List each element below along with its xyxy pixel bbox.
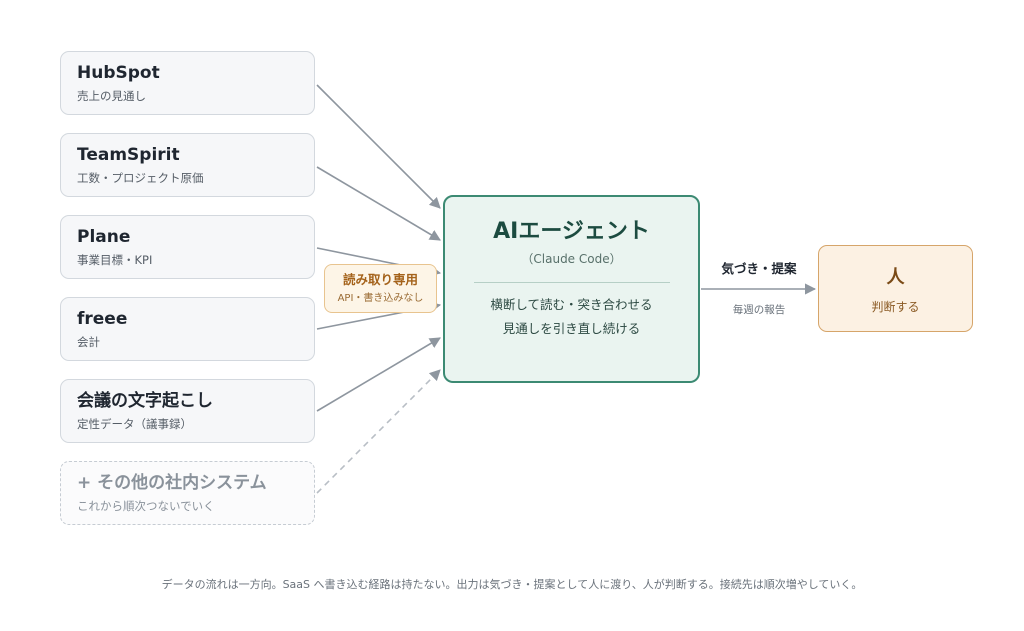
source-other-systems: + その他の社内システム これから順次つないでいく <box>60 461 315 525</box>
source-teamspirit: TeamSpirit 工数・プロジェクト原価 <box>60 133 315 197</box>
read-only-badge: 読み取り専用 API・書き込みなし <box>324 264 437 313</box>
source-plane: Plane 事業目標・KPI <box>60 215 315 279</box>
source-subtitle: 会計 <box>77 335 100 349</box>
arrow-teamspirit <box>316 166 441 241</box>
arrow-other <box>316 369 441 494</box>
source-freee: freee 会計 <box>60 297 315 361</box>
source-subtitle: 売上の見通し <box>77 89 146 103</box>
read-only-subtitle: API・書き込みなし <box>337 293 424 304</box>
human-title: 人 <box>886 267 905 288</box>
footer-note: データの流れは一方向。SaaS へ書き込む経路は持たない。出力は気づき・提案とし… <box>161 578 863 591</box>
agent-line-2: 見通しを引き直し続ける <box>502 321 641 336</box>
source-subtitle: 事業目標・KPI <box>77 253 153 267</box>
arrow-hubspot <box>316 84 441 209</box>
output-label: 気づき・提案 <box>721 261 797 276</box>
read-only-title: 読み取り専用 <box>342 272 418 287</box>
agent-subtitle: （Claude Code） <box>521 252 622 266</box>
source-title: Plane <box>77 227 131 247</box>
output-sublabel: 毎週の報告 <box>732 304 786 316</box>
human-subtitle: 判断する <box>871 300 920 314</box>
source-subtitle: これから順次つないでいく <box>77 499 215 513</box>
agent-title: AIエージェント <box>493 219 650 244</box>
source-subtitle: 定性データ（議事録） <box>77 417 192 431</box>
agent-line-1: 横断して読む・突き合わせる <box>490 297 653 312</box>
source-title: + その他の社内システム <box>77 473 267 493</box>
agent-divider <box>473 282 670 283</box>
human-node: 人 判断する <box>818 245 973 332</box>
source-hubspot: HubSpot 売上の見通し <box>60 51 315 115</box>
source-title: 会議の文字起こし <box>77 391 213 411</box>
source-title: freee <box>77 309 128 329</box>
source-subtitle: 工数・プロジェクト原価 <box>77 171 204 185</box>
source-title: HubSpot <box>77 63 160 83</box>
arrow-meeting <box>316 337 441 412</box>
source-title: TeamSpirit <box>77 145 180 165</box>
source-meeting-transcripts: 会議の文字起こし 定性データ（議事録） <box>60 379 315 443</box>
ai-agent-node: AIエージェント （Claude Code） 横断して読む・突き合わせる 見通し… <box>443 195 700 383</box>
